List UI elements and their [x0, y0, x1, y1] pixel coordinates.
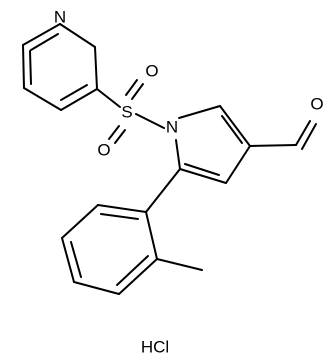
- bond-tolyl-5: [118, 258, 158, 295]
- bond-pyrrole-3: [225, 145, 251, 184]
- bond-pyrrole-2: [219, 105, 251, 147]
- bond-pyridine-1: [22, 23, 61, 46]
- bond-pyrrole-1: [178, 105, 221, 119]
- bond-pyridine-double-3: [29, 50, 32, 85]
- bond-tolyl-double-1: [100, 213, 139, 220]
- bond-pyridine-double-1: [30, 33, 59, 51]
- bond-pyridine-double-2: [60, 84, 88, 101]
- bond-pyrrole-5: [175, 139, 181, 170]
- bond-tolyl-6: [145, 211, 158, 260]
- bond-pyridine-2: [59, 23, 96, 48]
- pyrrole-nitrogen-label: N: [166, 117, 178, 136]
- bond-sulfur-oxygen-top-1: [125, 79, 138, 96]
- bond-pyrrole-4: [179, 168, 227, 184]
- bond-pyrrole-double-1: [221, 115, 243, 144]
- tolyl-ring: [61, 168, 203, 295]
- bond-tolyl-3: [61, 237, 75, 283]
- pyridine-ring: N: [22, 7, 98, 111]
- bond-pyridine-5: [23, 87, 62, 111]
- bond-pyrrole-to-tolyl: [145, 168, 181, 213]
- bond-pyridine-6: [22, 44, 25, 89]
- sulfonyl-oxygen-top-label: O: [145, 61, 158, 80]
- bond-sulfur-oxygen-bottom-1: [108, 125, 120, 140]
- pyridine-nitrogen-label: N: [54, 7, 66, 26]
- bond-pyridine-to-sulfur: [96, 88, 121, 108]
- bond-pyridine-4: [60, 88, 98, 111]
- aldehyde-group: O: [249, 94, 324, 150]
- bond-pyrrole-double-2: [184, 163, 220, 176]
- bond-tolyl-2: [61, 204, 99, 239]
- bond-tolyl-4: [73, 281, 120, 295]
- sulfonyl-group: S O O: [96, 61, 165, 159]
- bond-pyrrole-to-aldehyde-carbon: [249, 144, 297, 147]
- sulfur-label: S: [121, 102, 132, 121]
- salt-label: HCl: [141, 337, 169, 356]
- bond-sulfur-oxygen-bottom-2: [114, 129, 126, 144]
- bond-sulfur-oxygen-top-2: [131, 83, 144, 100]
- bond-tolyl-to-methyl: [156, 258, 203, 271]
- bond-tolyl-double-2: [70, 241, 82, 278]
- aldehyde-oxygen-label: O: [310, 94, 323, 113]
- sulfonyl-oxygen-bottom-label: O: [97, 140, 110, 159]
- bond-pyridine-3: [94, 46, 98, 90]
- bond-aldehyde-carbon-oxygen-2: [301, 123, 317, 150]
- bond-sulfur-to-pyrrole-nitrogen: [135, 113, 165, 129]
- bond-aldehyde-carbon-oxygen-1: [295, 120, 311, 146]
- bond-tolyl-1: [97, 204, 147, 213]
- pyrrole-ring: N: [166, 105, 251, 184]
- bond-tolyl-double-3: [116, 255, 149, 286]
